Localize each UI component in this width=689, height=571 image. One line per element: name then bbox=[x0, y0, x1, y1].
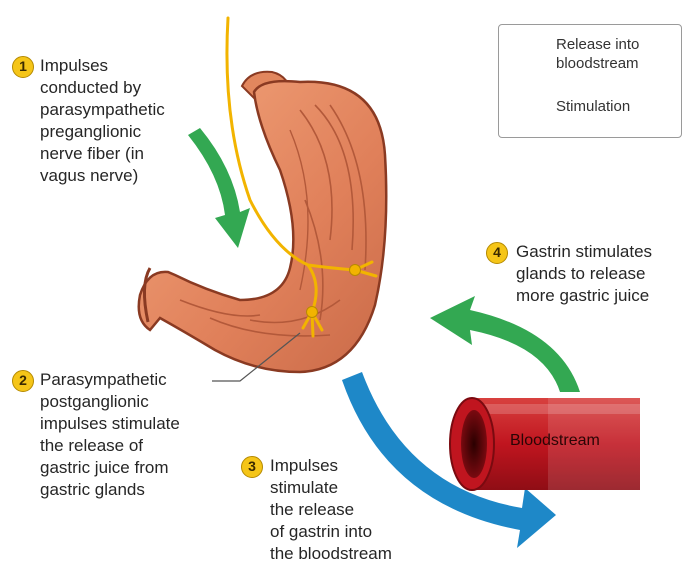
step-3-text: Impulses stimulate the release of gastri… bbox=[270, 455, 392, 565]
ganglion-lower bbox=[307, 307, 318, 318]
step-4-badge: 4 bbox=[486, 242, 508, 264]
ganglion-right bbox=[350, 265, 361, 276]
legend-label-stimulation: Stimulation bbox=[556, 97, 630, 116]
legend-label-release: Release into bloodstream bbox=[556, 35, 639, 73]
step-2-text: Parasympathetic postganglionic impulses … bbox=[40, 369, 180, 501]
step-1-badge: 1 bbox=[12, 56, 34, 78]
vessel-lumen bbox=[461, 410, 487, 478]
bloodstream-label: Bloodstream bbox=[510, 432, 600, 450]
stomach-body bbox=[139, 81, 387, 372]
stimulation-arrow-gastrin bbox=[430, 296, 580, 392]
step-1-text: Impulses conducted by parasympathetic pr… bbox=[40, 55, 165, 187]
step-4-text: Gastrin stimulates glands to release mor… bbox=[516, 241, 652, 307]
step-2-badge: 2 bbox=[12, 370, 34, 392]
legend: Release into bloodstream Stimulation bbox=[498, 24, 682, 138]
stimulation-arrow-nerve bbox=[188, 128, 250, 248]
step-3-badge: 3 bbox=[241, 456, 263, 478]
